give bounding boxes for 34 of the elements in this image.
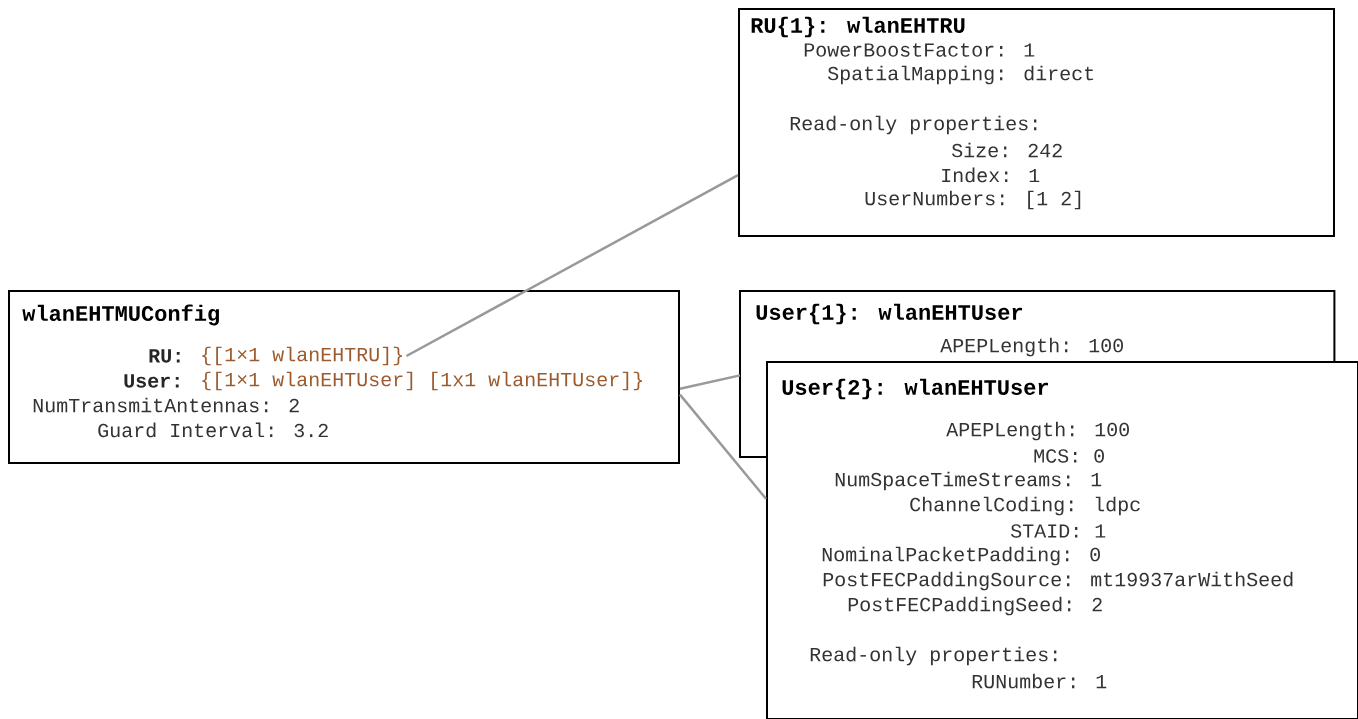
property-line: MCS: 0 bbox=[1034, 449, 1104, 463]
property-line: RUNumber: 1 bbox=[972, 673, 1107, 689]
property-line: NumSpaceTimeStreams: 1 bbox=[835, 471, 1102, 491]
property-line: PostFECPaddingSeed: 2 bbox=[848, 596, 1102, 616]
property-value: {[1×1 wlanEHTRU]} bbox=[202, 346, 402, 366]
connector-line bbox=[405, 174, 739, 358]
property-line: SpatialMapping: direct bbox=[827, 65, 1094, 85]
object-panel bbox=[738, 8, 1335, 237]
panel-heading: User{1}: wlanEHTUser bbox=[756, 303, 1022, 325]
property-line: APEPLength: 100 bbox=[940, 337, 1123, 357]
property-line: PostFECPaddingSource: mt19937arWithSeed bbox=[823, 571, 1293, 591]
panel-heading: RU{1}: wlanEHTRU bbox=[751, 16, 965, 38]
property-line: Read-only properties: bbox=[790, 115, 1037, 135]
property-line: Guard Interval: 3.2 bbox=[98, 422, 328, 438]
connector-line bbox=[679, 393, 767, 500]
property-line: NominalPacketPadding: 0 bbox=[822, 546, 1100, 566]
panel-heading: wlanEHTMUConfig bbox=[22, 304, 219, 326]
property-line: UserNumbers: [1 2] bbox=[865, 190, 1081, 210]
property-line: Size: 242 bbox=[951, 142, 1062, 158]
property-line: Index: 1 bbox=[942, 167, 1040, 183]
property-line: NumTransmitAntennas: 2 bbox=[33, 397, 299, 413]
property-value: {[1×1 wlanEHTUser] [1x1 wlanEHTUser]} bbox=[202, 371, 642, 391]
property-line: STAID: 1 bbox=[1010, 524, 1106, 538]
object-panel bbox=[739, 290, 1336, 363]
object-panel bbox=[8, 290, 680, 464]
panel-heading: User{2}: wlanEHTUser bbox=[782, 378, 1048, 400]
property-name: User: bbox=[124, 374, 179, 388]
property-line: APEPLength: 100 bbox=[946, 421, 1129, 441]
property-line: PowerBoostFactor: 1 bbox=[804, 43, 1035, 57]
object-panel bbox=[766, 361, 1358, 719]
connector-line bbox=[679, 374, 741, 390]
property-line: Read-only properties: bbox=[810, 646, 1057, 666]
property-name: RU: bbox=[149, 349, 180, 363]
property-line: ChannelCoding: ldpc bbox=[910, 496, 1140, 516]
